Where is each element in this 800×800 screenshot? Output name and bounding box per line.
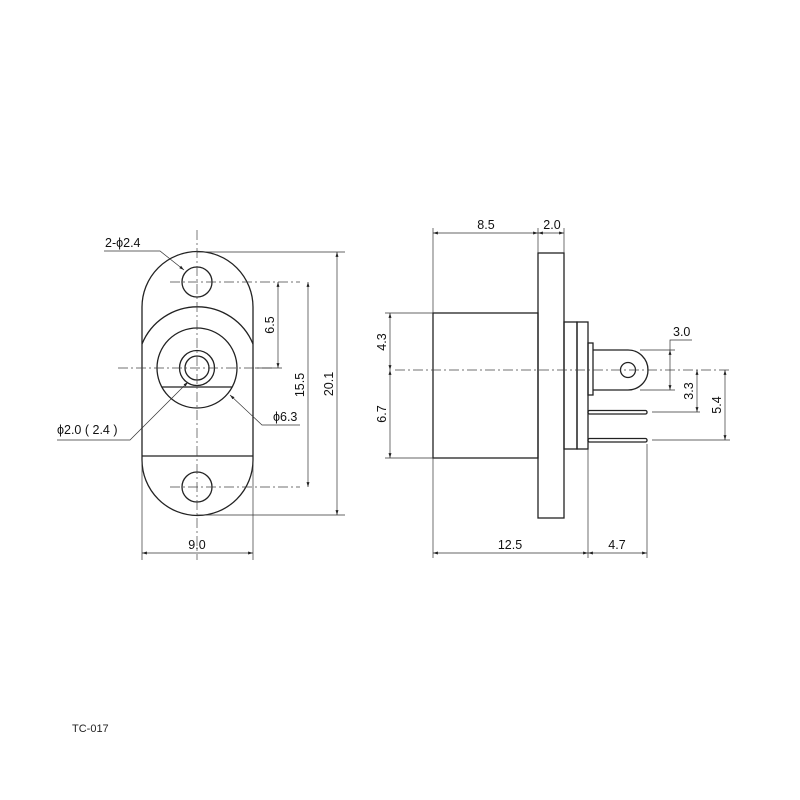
- dim-4-3: 4.3: [375, 333, 389, 350]
- dim-12-5: 12.5: [498, 538, 522, 552]
- dim-6-7: 6.7: [375, 405, 389, 422]
- dim-6-5: 6.5: [263, 316, 277, 333]
- pin-leader: [57, 381, 189, 441]
- part-number-caption: TC-017: [72, 723, 109, 735]
- front-view: 6.5 15.5 20.1 9.0 2-ϕ2.4 ϕ2.0 ( 2.4 ) ϕ6…: [57, 230, 345, 560]
- dim-15-5: 15.5: [293, 373, 307, 397]
- pin-label: ϕ2.0 ( 2.4 ): [57, 423, 118, 437]
- hole-label: 2-ϕ2.4: [105, 236, 141, 250]
- body: [432, 312, 539, 459]
- dim-2-0: 2.0: [543, 218, 560, 232]
- dim-8-5: 8.5: [477, 218, 494, 232]
- rear-plate: [576, 321, 589, 450]
- flange: [537, 252, 565, 519]
- side-view: 8.5 2.0 4.3 6.7 3.0 3.3 5.4 12.5 4.7: [375, 218, 730, 558]
- dim-5-4: 5.4: [710, 396, 724, 413]
- pin-2: [587, 437, 648, 443]
- pin-1: [587, 409, 648, 415]
- dim-9-0: 9.0: [188, 538, 205, 552]
- terminal-base: [587, 342, 594, 396]
- rear-step: [563, 321, 578, 450]
- housing-arc: [141, 306, 254, 345]
- dim-20-1: 20.1: [322, 372, 336, 396]
- hole-leader: [104, 250, 185, 271]
- dim-3-3: 3.3: [682, 382, 696, 399]
- flange-outline: [141, 250, 254, 517]
- barrel-leader: [229, 394, 300, 426]
- dim-4-7: 4.7: [608, 538, 625, 552]
- barrel-label: ϕ6.3: [273, 410, 297, 424]
- dim-3-0: 3.0: [673, 325, 690, 339]
